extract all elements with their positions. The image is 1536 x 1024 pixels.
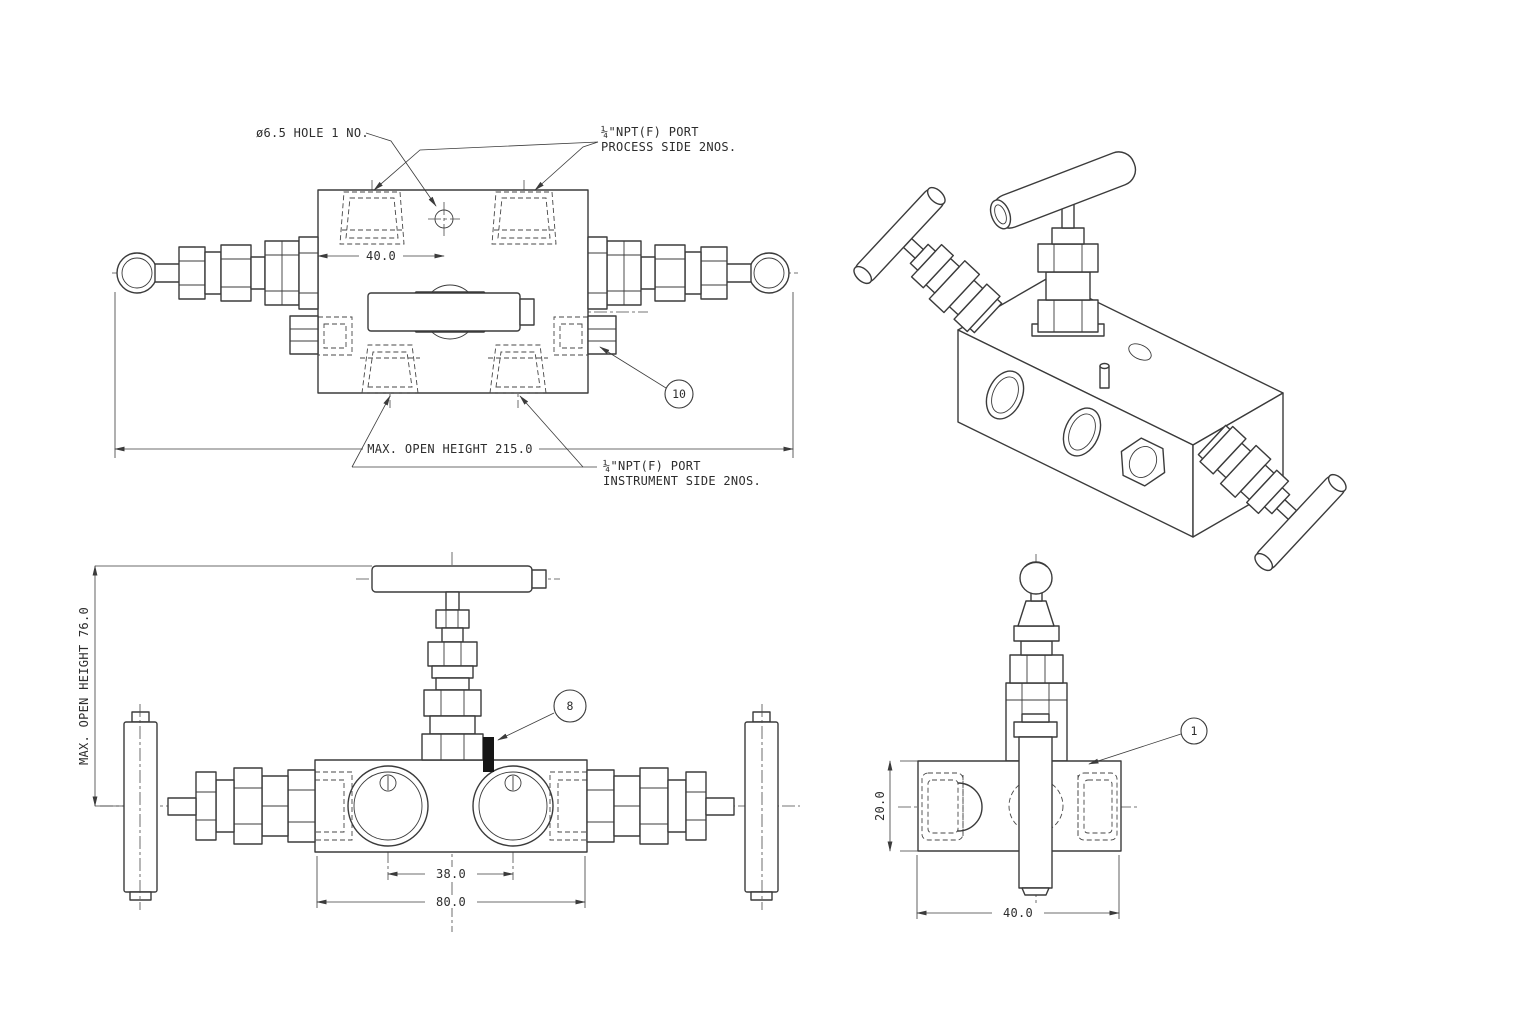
note-instrument-port: ¼"NPT(F) PORT INSTRUMENT SIDE 2NOS. (351, 395, 761, 488)
center-valve-top (367, 284, 535, 340)
svg-text:¼"NPT(F) PORT: ¼"NPT(F) PORT (603, 459, 701, 473)
handle-knob-side (1019, 561, 1053, 595)
svg-text:ø6.5 HOLE 1 NO.: ø6.5 HOLE 1 NO. (256, 126, 369, 140)
process-port-right (491, 191, 557, 245)
top-view: 40.0 MAX. OPEN HEIGHT 215.0 ø6.5 HOLE 1 … (112, 125, 798, 488)
center-valve-iso (989, 151, 1137, 337)
instrument-port-left (360, 344, 420, 394)
handle-bar-side (1013, 713, 1058, 896)
dim-80: 80.0 (316, 856, 586, 909)
dim-overall: MAX. OPEN HEIGHT 215.0 (114, 292, 794, 458)
vent-hole (428, 202, 460, 236)
hex-plug-iso (1120, 437, 1166, 487)
plug-dome (957, 782, 983, 832)
dim-40-text: 40.0 (366, 249, 396, 263)
balloon-1-text: 1 (1191, 724, 1198, 738)
balloon-1: 1 (1088, 717, 1208, 765)
dim-40-side-text: 40.0 (1003, 906, 1033, 920)
instrument-port-right (488, 344, 548, 394)
dim-open-height-front: MAX. OPEN HEIGHT 76.0 (77, 565, 372, 807)
process-port-left (339, 191, 405, 245)
side-view: 20.0 40.0 1 (873, 554, 1208, 920)
svg-text:PROCESS SIDE 2NOS.: PROCESS SIDE 2NOS. (601, 140, 736, 154)
note-process-port: ¼"NPT(F) PORT PROCESS SIDE 2NOS. (373, 125, 736, 191)
center-valve-front (371, 565, 547, 772)
dim-38: 38.0 (387, 867, 514, 881)
center-handle-bar-top (367, 292, 521, 332)
balloon-10: 10 (599, 346, 694, 409)
dim-open-height-text: MAX. OPEN HEIGHT 76.0 (77, 607, 91, 765)
center-t-handle-front (371, 565, 533, 593)
side-port-left (921, 772, 983, 841)
front-view: MAX. OPEN HEIGHT 76.0 38.0 80.0 8 (77, 552, 800, 932)
vent-hole-iso (1128, 343, 1152, 361)
balloon-8-text: 8 (567, 699, 574, 713)
note-hole: ø6.5 HOLE 1 NO. (256, 126, 437, 207)
dim-38-text: 38.0 (436, 867, 466, 881)
gauge-port-left (347, 765, 429, 847)
svg-text:¼"NPT(F) PORT: ¼"NPT(F) PORT (601, 125, 699, 139)
balloon-10-text: 10 (672, 387, 686, 401)
dim-80-text: 80.0 (436, 895, 466, 909)
balloon-8: 8 (497, 689, 587, 741)
isometric-view (849, 151, 1351, 575)
gauge-port-right (472, 765, 554, 847)
svg-text:INSTRUMENT SIDE 2NOS.: INSTRUMENT SIDE 2NOS. (603, 474, 761, 488)
manifold-body-iso (957, 277, 1284, 538)
dim-20: 20.0 (873, 760, 918, 852)
side-port-right (1077, 772, 1118, 841)
dim-20-text: 20.0 (873, 791, 887, 821)
dim-40-top: 40.0 (317, 249, 445, 263)
right-valve-top (587, 236, 790, 310)
dim-overall-text: MAX. OPEN HEIGHT 215.0 (367, 442, 533, 456)
bleed-pin-iso (1099, 362, 1110, 389)
dim-40-side: 40.0 (916, 855, 1120, 920)
packing-tag (483, 737, 494, 772)
left-valve-top (116, 236, 319, 310)
